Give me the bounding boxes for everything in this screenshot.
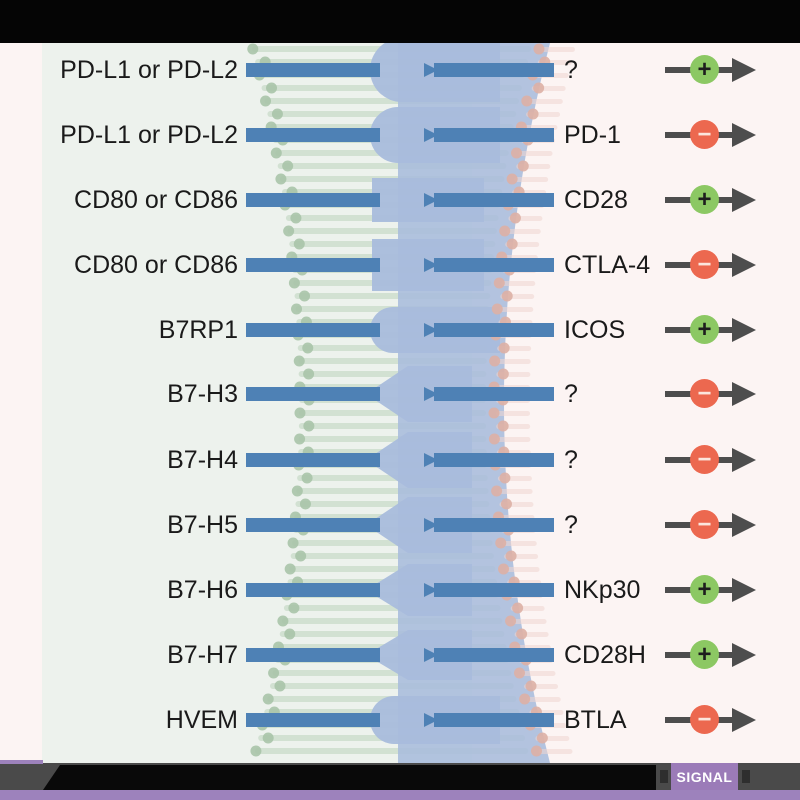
minus-icon: − — [690, 510, 719, 539]
receptor-bar — [434, 193, 554, 207]
ligand-bar — [246, 713, 380, 727]
arrow-head-icon — [732, 643, 756, 667]
receptor-bar — [434, 453, 554, 467]
signal-arrow: + — [660, 574, 760, 606]
arrow-head-icon — [732, 513, 756, 537]
footer-purple-bar — [0, 790, 800, 800]
receptor-bar — [434, 323, 554, 337]
signal-arrow: − — [660, 119, 760, 151]
plus-icon: + — [690, 315, 719, 344]
signal-arrow: + — [660, 639, 760, 671]
minus-icon: − — [690, 379, 719, 408]
arrow-head-icon — [732, 578, 756, 602]
receptor-label: BTLA — [564, 706, 627, 734]
arrow-head-icon — [732, 123, 756, 147]
receptor-bar — [434, 518, 554, 532]
arrow-head-icon — [732, 318, 756, 342]
minus-icon: − — [690, 445, 719, 474]
ligand-label: B7-H6 — [167, 576, 238, 604]
plus-icon: + — [690, 185, 719, 214]
ligand-label: HVEM — [165, 706, 238, 734]
minus-icon: − — [690, 250, 719, 279]
receptor-label: ICOS — [564, 316, 626, 344]
arrow-head-icon — [732, 188, 756, 212]
receptor-bar — [434, 63, 554, 77]
plus-icon: + — [690, 575, 719, 604]
signal-arrow: + — [660, 184, 760, 216]
ligand-label: B7-H5 — [167, 511, 238, 539]
arrow-head-icon — [732, 382, 756, 406]
ligand-bar — [246, 128, 380, 142]
ligand-bar — [246, 63, 380, 77]
arrow-head-icon — [732, 58, 756, 82]
ligand-label: B7-H4 — [167, 446, 238, 474]
signal-arrow: − — [660, 249, 760, 281]
signal-badge: SIGNAL — [671, 763, 738, 790]
footer-black-band — [43, 765, 656, 790]
ligand-bar — [246, 193, 380, 207]
signal-arrow: − — [660, 444, 760, 476]
receptor-label: NKp30 — [564, 576, 641, 604]
signal-arrow: − — [660, 509, 760, 541]
footer-purple-sliver — [0, 760, 43, 764]
footer-tick-right — [742, 770, 750, 783]
receptor-label: CTLA-4 — [564, 251, 651, 279]
receptor-bar — [434, 648, 554, 662]
receptor-label: CD28H — [564, 641, 646, 669]
receptor-label: ? — [564, 380, 578, 408]
signal-arrow: + — [660, 314, 760, 346]
top-border-bar — [0, 0, 800, 43]
ligand-label: B7-H3 — [167, 380, 238, 408]
signal-arrow: − — [660, 378, 760, 410]
ligand-bar — [246, 323, 380, 337]
ligand-bar — [246, 387, 380, 401]
receptor-label: ? — [564, 446, 578, 474]
footer-tick-left — [660, 770, 668, 783]
arrow-head-icon — [732, 253, 756, 277]
ligand-label: PD-L1 or PD-L2 — [60, 56, 238, 84]
ligand-bar — [246, 583, 380, 597]
signal-arrow: − — [660, 704, 760, 736]
receptor-label: PD-1 — [564, 121, 621, 149]
plus-icon: + — [690, 55, 719, 84]
receptor-bar — [434, 128, 554, 142]
receptor-label: ? — [564, 511, 578, 539]
signal-arrow: + — [660, 54, 760, 86]
receptor-label: CD28 — [564, 186, 628, 214]
ligand-bar — [246, 453, 380, 467]
minus-icon: − — [690, 705, 719, 734]
ligand-label: B7-H7 — [167, 641, 238, 669]
ligand-bar — [246, 648, 380, 662]
arrow-head-icon — [732, 448, 756, 472]
ligand-label: B7RP1 — [158, 316, 238, 344]
ligand-label: PD-L1 or PD-L2 — [60, 121, 238, 149]
arrow-head-icon — [732, 708, 756, 732]
receptor-bar — [434, 258, 554, 272]
ligand-bar — [246, 518, 380, 532]
receptor-label: ? — [564, 56, 578, 84]
plus-icon: + — [690, 640, 719, 669]
receptor-bar — [434, 713, 554, 727]
minus-icon: − — [690, 120, 719, 149]
ligand-receptor-bars — [246, 63, 554, 727]
ligand-bar — [246, 258, 380, 272]
ligand-label: CD80 or CD86 — [74, 251, 238, 279]
receptor-bar — [434, 387, 554, 401]
receptor-bar — [434, 583, 554, 597]
ligand-label: CD80 or CD86 — [74, 186, 238, 214]
